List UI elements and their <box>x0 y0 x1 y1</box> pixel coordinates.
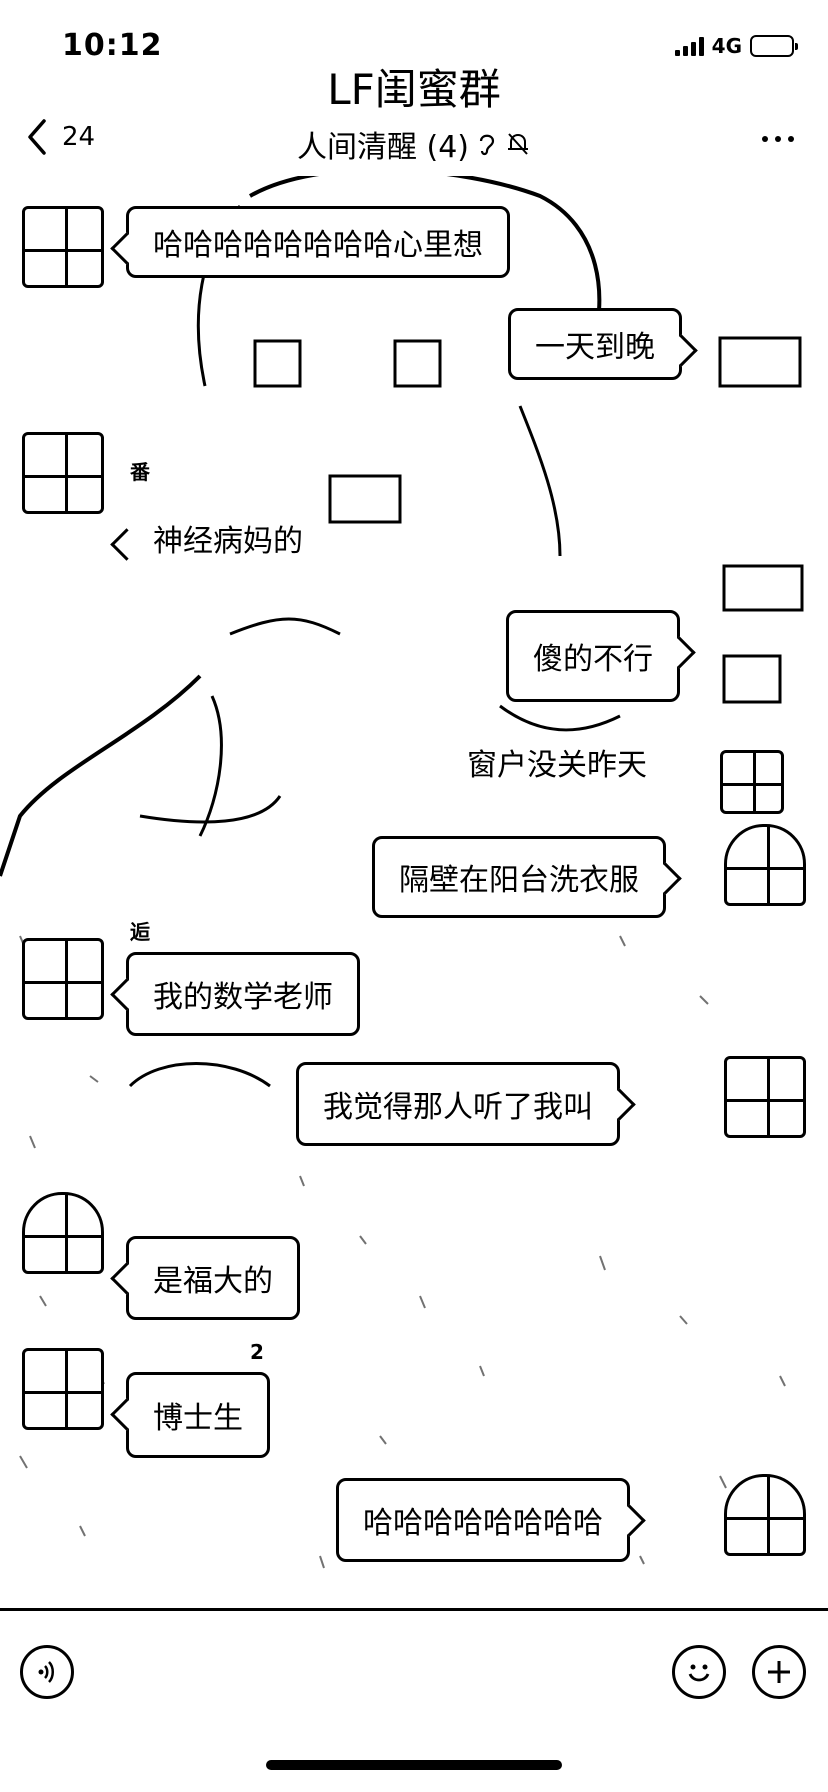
ear-icon <box>479 134 495 156</box>
avatar[interactable] <box>720 750 784 814</box>
avatar[interactable] <box>724 1056 806 1138</box>
more-dots-icon[interactable] <box>762 136 794 142</box>
plus-button[interactable] <box>752 1645 806 1699</box>
message-text: 神经病妈的 <box>153 524 303 559</box>
home-indicator[interactable] <box>266 1760 562 1770</box>
avatar[interactable] <box>22 432 104 514</box>
voice-button[interactable] <box>20 1645 74 1699</box>
mute-bell-icon <box>508 133 529 155</box>
message-bubble[interactable]: 傻的不行 <box>506 610 680 702</box>
emoji-icon <box>688 1664 710 1682</box>
message-bubble[interactable]: 我觉得那人听了我叫 <box>296 1062 620 1146</box>
message-text: 哈哈哈哈哈哈哈哈 <box>363 1506 603 1541</box>
voice-icon <box>38 1661 54 1683</box>
message-bubble[interactable]: 是福大的 <box>126 1236 300 1320</box>
back-chevron-icon <box>28 119 46 155</box>
message-bubble[interactable]: 哈哈哈哈哈哈哈哈心里想 <box>126 206 510 278</box>
message-text: 博士生 <box>153 1401 243 1436</box>
sender-tag: 番 <box>130 460 150 484</box>
status-indicators: 4G <box>674 34 798 58</box>
battery-icon <box>750 35 798 57</box>
message-bubble[interactable]: 我的数学老师 <box>126 952 360 1036</box>
message-text: 我的数学老师 <box>153 980 333 1015</box>
status-time: 10:12 <box>62 28 163 63</box>
sender-tag: 2 <box>250 1340 264 1364</box>
avatar[interactable] <box>724 1474 806 1556</box>
signal-icon <box>674 36 704 56</box>
back-button[interactable]: 24 <box>26 118 95 156</box>
message-text: 一天到晚 <box>535 330 655 365</box>
message-bubble[interactable]: 哈哈哈哈哈哈哈哈 <box>336 1478 630 1562</box>
avatar[interactable] <box>22 938 104 1020</box>
message-text: 隔壁在阳台洗衣服 <box>399 863 639 898</box>
message-text: 哈哈哈哈哈哈哈哈心里想 <box>153 228 483 263</box>
group-title: LF闺蜜群 <box>327 65 501 114</box>
message-bubble[interactable]: 神经病妈的 <box>126 502 330 574</box>
sender-tag: 逅 <box>130 920 150 944</box>
chat-area[interactable]: 哈哈哈哈哈哈哈哈心里想 一天到晚 番 神经病妈的 傻的不行 窗户没关昨天 隔壁在… <box>0 176 828 1610</box>
avatar[interactable] <box>22 206 104 288</box>
message-text: 傻的不行 <box>533 642 653 677</box>
message-bubble[interactable]: 一天到晚 <box>508 308 682 380</box>
message-text: 是福大的 <box>153 1264 273 1299</box>
message-bubble[interactable]: 隔壁在阳台洗衣服 <box>372 836 666 918</box>
emoji-button[interactable] <box>672 1645 726 1699</box>
plus-icon <box>768 1661 790 1683</box>
message-bubble[interactable]: 窗户没关昨天 <box>440 726 674 798</box>
message-text: 窗户没关昨天 <box>467 748 647 783</box>
unread-count: 24 <box>62 122 96 152</box>
chat-name-row: 人间清醒 (4) <box>0 122 828 166</box>
avatar[interactable] <box>22 1192 104 1274</box>
message-bubble[interactable]: 博士生 <box>126 1372 270 1458</box>
chat-name: 人间清醒 (4) <box>296 130 470 165</box>
avatar[interactable] <box>724 824 806 906</box>
message-text: 我觉得那人听了我叫 <box>323 1090 593 1125</box>
network-type: 4G <box>711 34 742 58</box>
avatar[interactable] <box>22 1348 104 1430</box>
